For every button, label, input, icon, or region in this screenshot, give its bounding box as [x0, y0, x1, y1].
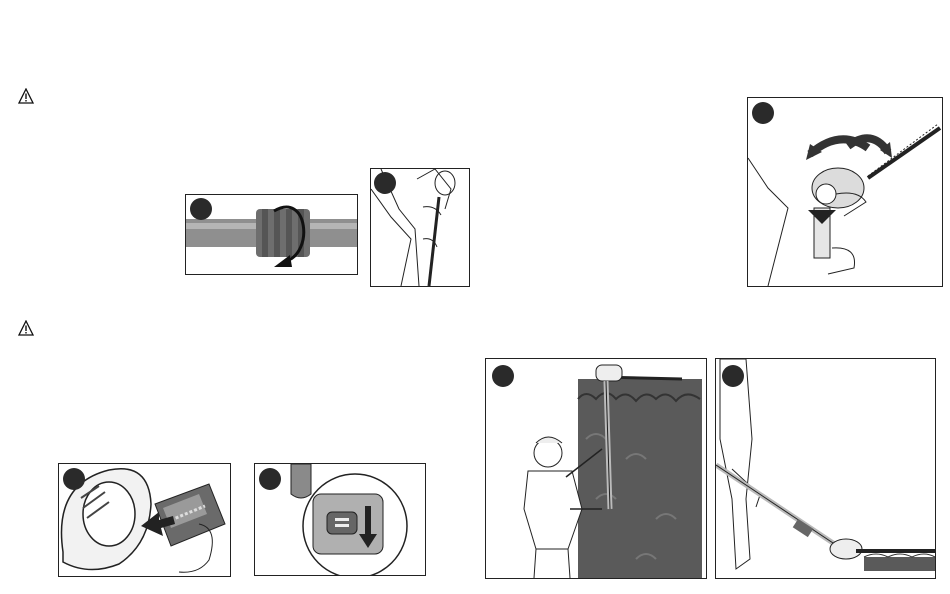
- figure-number-badge: [752, 102, 774, 124]
- figure-number-badge: [63, 468, 85, 490]
- figure-number-badge: [190, 198, 212, 220]
- figure-head-angle-adjust: [747, 97, 943, 287]
- figure-number-badge: [259, 468, 281, 490]
- figure-hedge-low-trim: [715, 358, 936, 579]
- warning-triangle-icon: [18, 88, 34, 104]
- figure-number-badge: [374, 172, 396, 194]
- head-adjust-illustration: [748, 98, 942, 286]
- warning-triangle-icon: [18, 320, 34, 336]
- figure-battery-release: [254, 463, 426, 576]
- figure-hedge-top-trim: [485, 358, 707, 579]
- figure-number-badge: [722, 365, 744, 387]
- figure-number-badge: [492, 365, 514, 387]
- hedge-top-trim-illustration: [486, 359, 706, 578]
- figure-two-hand-grip: [370, 168, 470, 287]
- figure-battery-insert: [58, 463, 231, 577]
- figure-collar-twist: [185, 194, 358, 275]
- hedge-low-trim-illustration: [716, 359, 935, 578]
